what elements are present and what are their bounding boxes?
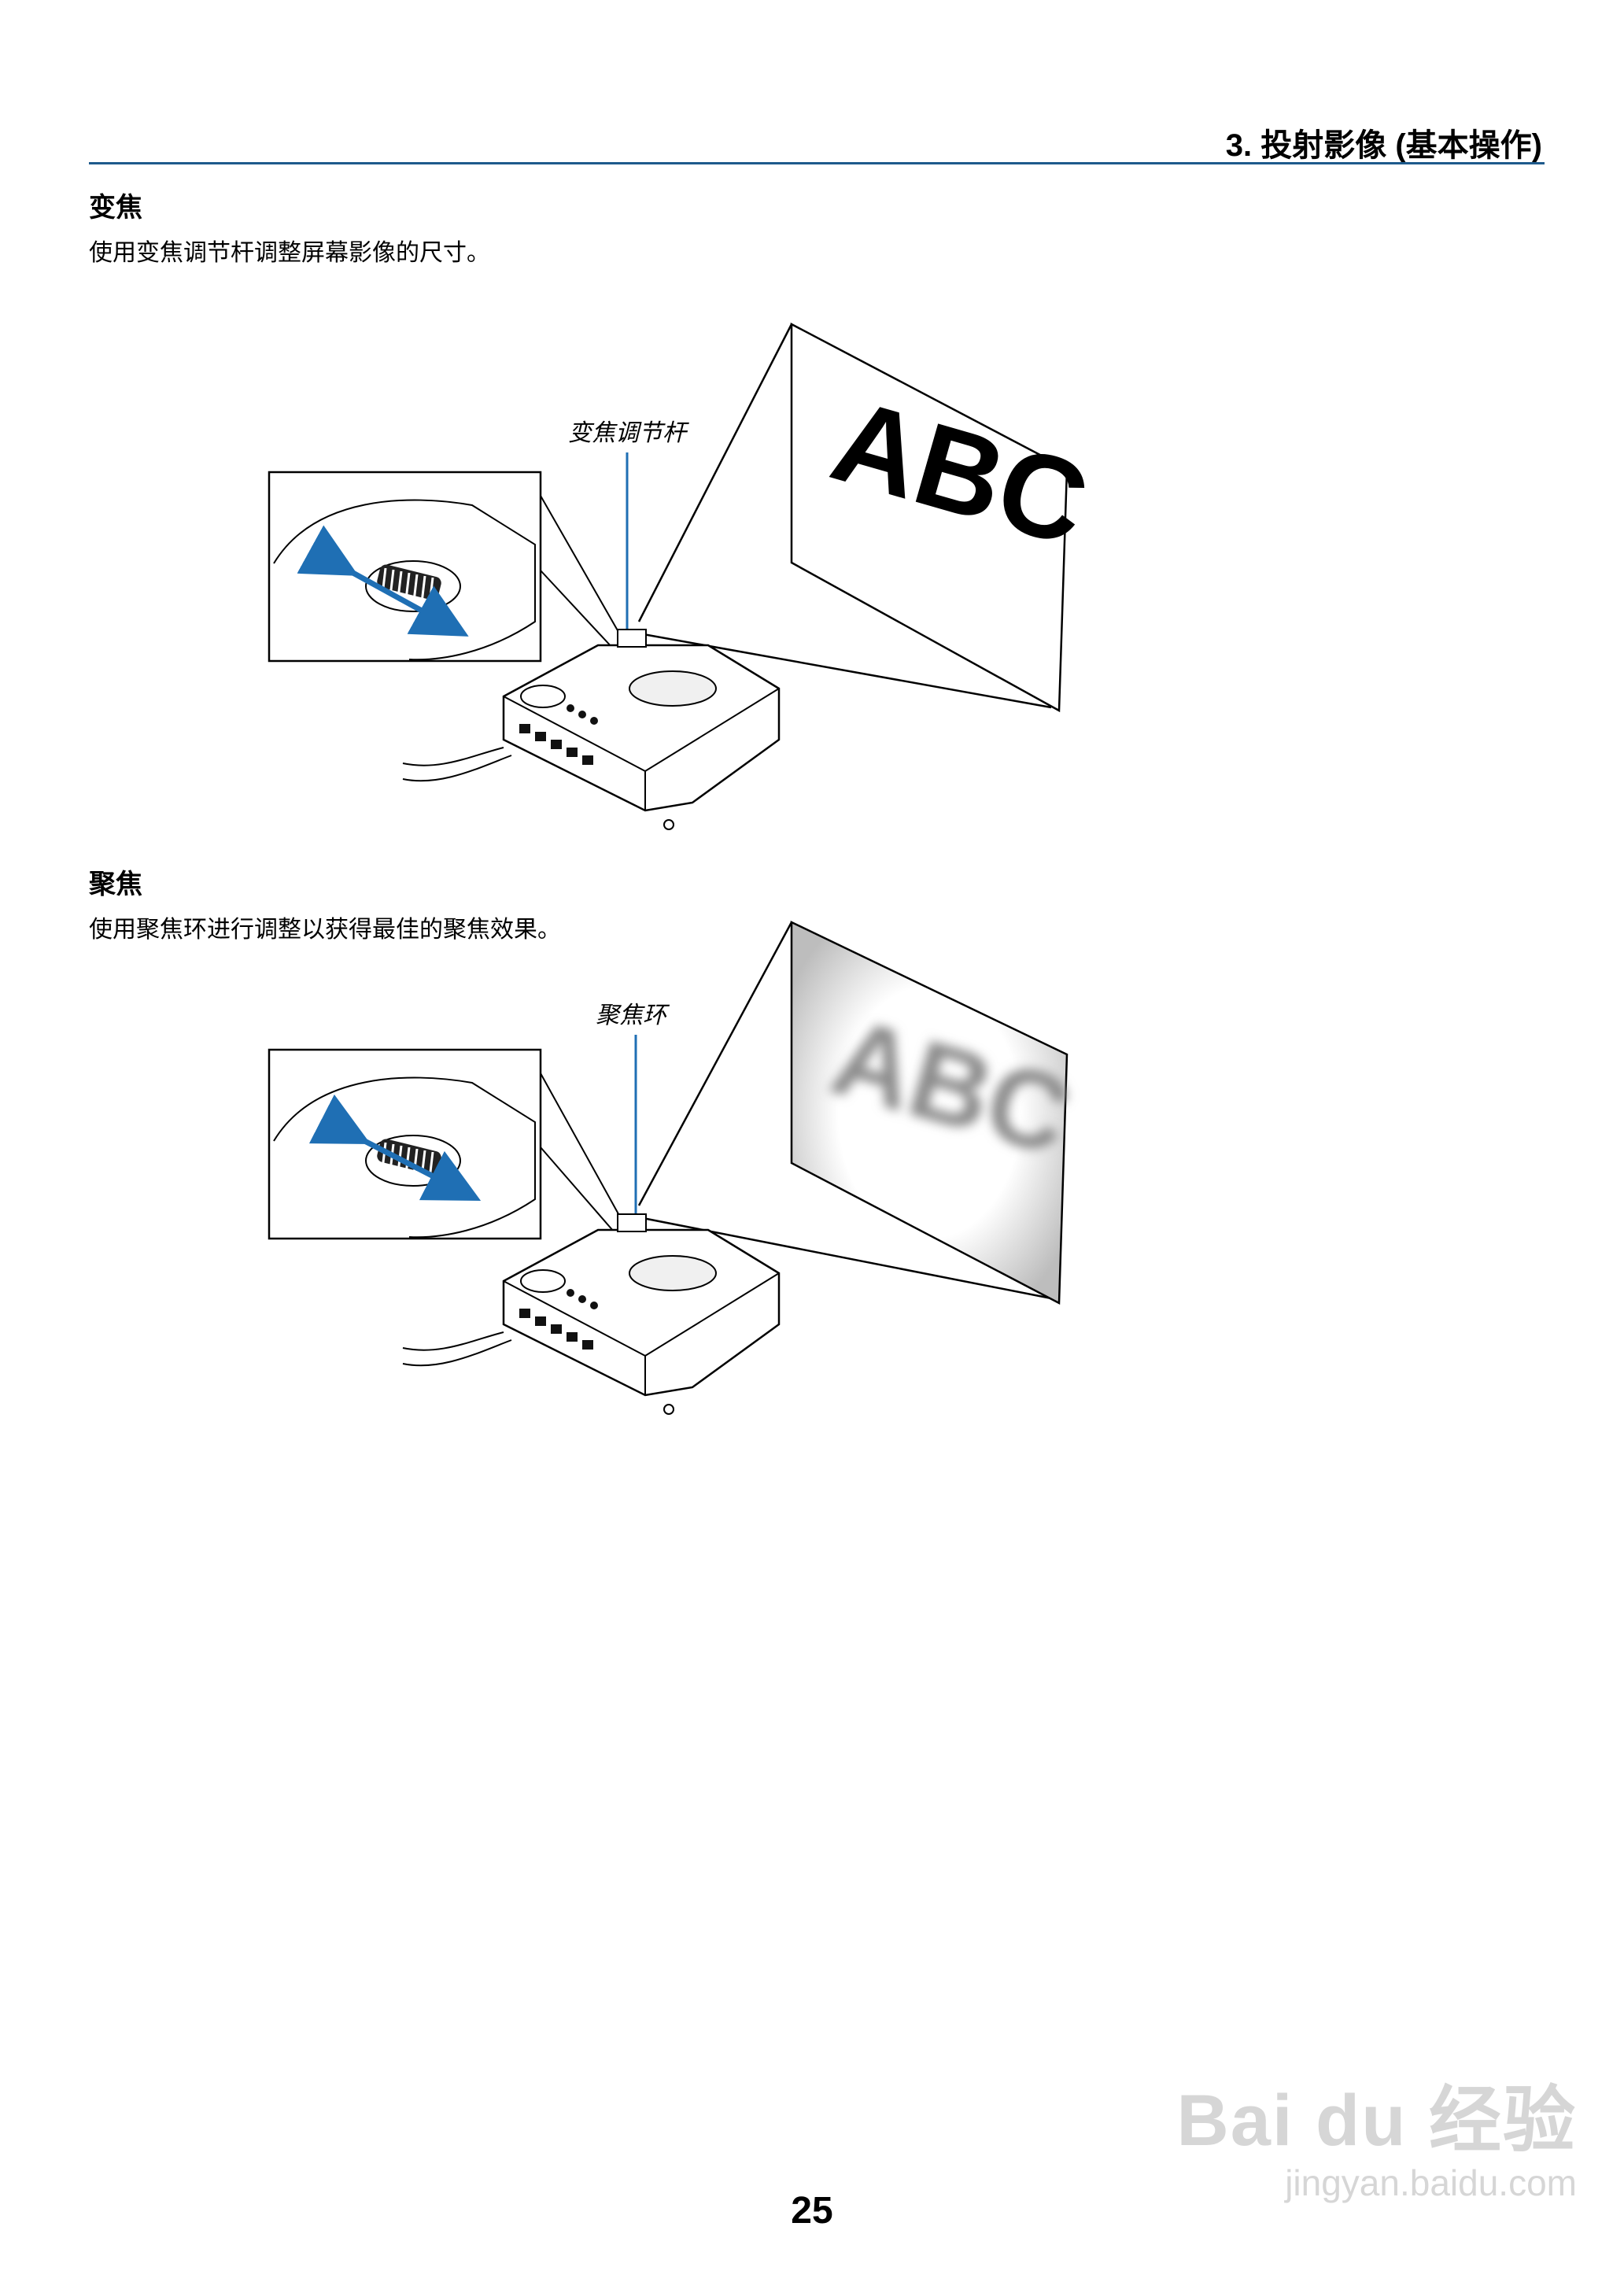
projector-illustration <box>402 629 781 830</box>
chapter-title: 3. 投射影像 (基本操作) <box>1225 128 1542 163</box>
header-rule <box>89 162 1545 164</box>
focus-description: 使用聚焦环进行调整以获得最佳的聚焦效果。 <box>89 916 561 943</box>
zoom-lever-inset <box>268 471 542 663</box>
zoom-heading: 变焦 <box>89 192 142 223</box>
focus-ring-inset <box>268 1048 542 1240</box>
projector-illustration-2 <box>402 1213 781 1415</box>
zoom-lever-callout: 变焦调节杆 <box>568 419 689 447</box>
baidu-watermark: Bai du 经验 jingyan.baidu.com <box>1176 2062 1577 2204</box>
focus-ring-callout: 聚焦环 <box>596 1002 670 1029</box>
page-number: 25 <box>791 2190 833 2232</box>
watermark-url: jingyan.baidu.com <box>1285 2162 1577 2203</box>
zoom-description: 使用变焦调节杆调整屏幕影像的尺寸。 <box>89 239 490 267</box>
watermark-logo: Bai du 经验 <box>1176 2081 1577 2161</box>
focus-diagram: ABC 聚焦环 <box>268 921 1083 1415</box>
focus-heading: 聚焦 <box>89 869 142 900</box>
zoom-diagram: ABC 变焦调节杆 <box>268 322 1102 830</box>
projection-screen <box>790 322 1069 713</box>
projection-screen-blurred <box>790 921 1069 1305</box>
